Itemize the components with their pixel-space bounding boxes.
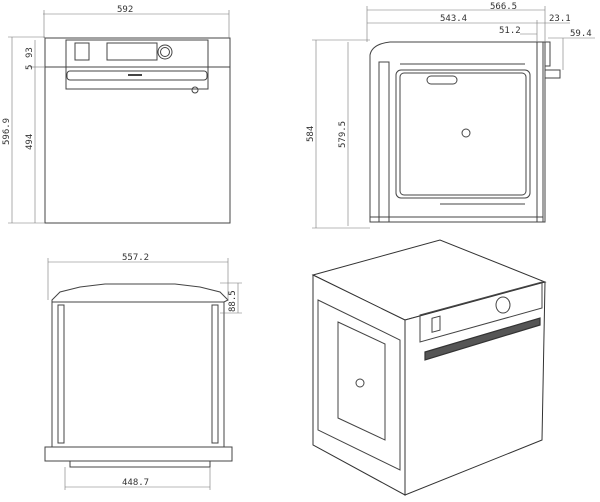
dim-handle-depth: 88.5 xyxy=(228,290,238,312)
dim-total-height: 596.9 xyxy=(2,118,12,145)
control-knob-icon xyxy=(157,44,173,60)
dim-height-body: 579.5 xyxy=(338,121,348,148)
dim-depth-body: 543.4 xyxy=(440,14,467,24)
display-window xyxy=(74,42,90,61)
dim-knob-depth: 59.4 xyxy=(570,29,592,39)
side-outline xyxy=(369,41,544,223)
top-handle xyxy=(51,283,229,303)
isometric-view xyxy=(311,239,547,496)
door-handle xyxy=(66,70,208,81)
side-view: 566.5 543.4 23.1 51.2 59.4 584 579.5 xyxy=(306,2,595,229)
iso-front-face xyxy=(404,281,546,496)
top-base xyxy=(44,446,233,462)
front-outline xyxy=(44,37,231,224)
control-panel xyxy=(65,39,209,90)
oven-cavity xyxy=(395,69,531,199)
dim-panel-offset: 51.2 xyxy=(499,26,521,36)
dim-base-width: 448.7 xyxy=(122,478,149,488)
iso-door-handle xyxy=(424,317,541,361)
iso-cavity xyxy=(337,321,386,441)
dim-depth-total: 566.5 xyxy=(490,2,517,12)
dim-front-depth: 23.1 xyxy=(549,14,571,24)
dim-top-width: 557.2 xyxy=(122,253,149,263)
front-view: 592 596.9 494 93 5 xyxy=(2,5,231,224)
top-outline xyxy=(51,301,225,448)
iso-control-panel xyxy=(419,281,543,343)
dim-gap: 5 xyxy=(25,65,35,70)
dim-door-height: 494 xyxy=(25,134,35,150)
iso-knob-icon xyxy=(495,296,511,314)
dim-panel-height: 93 xyxy=(25,47,35,58)
display-screen xyxy=(106,42,158,61)
dim-width-592: 592 xyxy=(117,5,133,15)
dim-height-outer: 584 xyxy=(306,126,316,142)
top-view: 557.2 88.5 448.7 xyxy=(44,253,242,490)
